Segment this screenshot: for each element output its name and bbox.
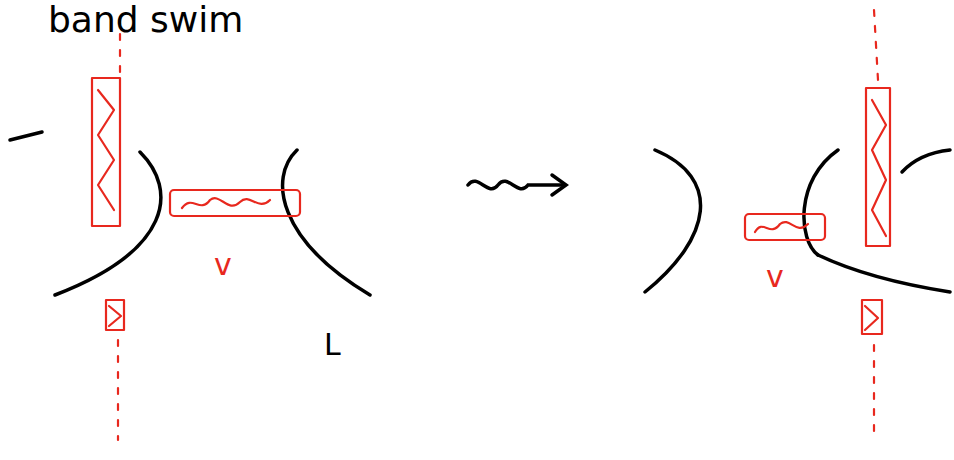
band-twist <box>98 90 114 210</box>
band-twist <box>755 222 808 232</box>
band-label: v <box>214 250 232 280</box>
strand <box>818 255 950 292</box>
strand <box>10 132 42 140</box>
arrow-head <box>552 175 566 195</box>
move-arrow <box>468 181 565 189</box>
vertical-band <box>92 78 120 226</box>
band-twist <box>109 306 121 326</box>
band-label: v <box>766 262 784 292</box>
strand <box>283 150 370 295</box>
strand <box>645 150 701 292</box>
band-axis <box>873 345 875 440</box>
strand <box>55 152 161 295</box>
link-label: L <box>324 330 341 360</box>
vertical-band <box>862 300 882 334</box>
band-axis <box>117 340 119 440</box>
band-axis <box>874 10 878 80</box>
band-twist <box>865 306 878 330</box>
handwritten-title: band swim <box>48 2 243 38</box>
band-twist <box>872 100 886 236</box>
horizontal-band <box>745 214 825 240</box>
band-twist <box>182 198 270 208</box>
vertical-band <box>866 88 890 246</box>
vertical-band <box>106 300 124 330</box>
horizontal-band <box>170 190 300 216</box>
strand <box>902 150 950 172</box>
